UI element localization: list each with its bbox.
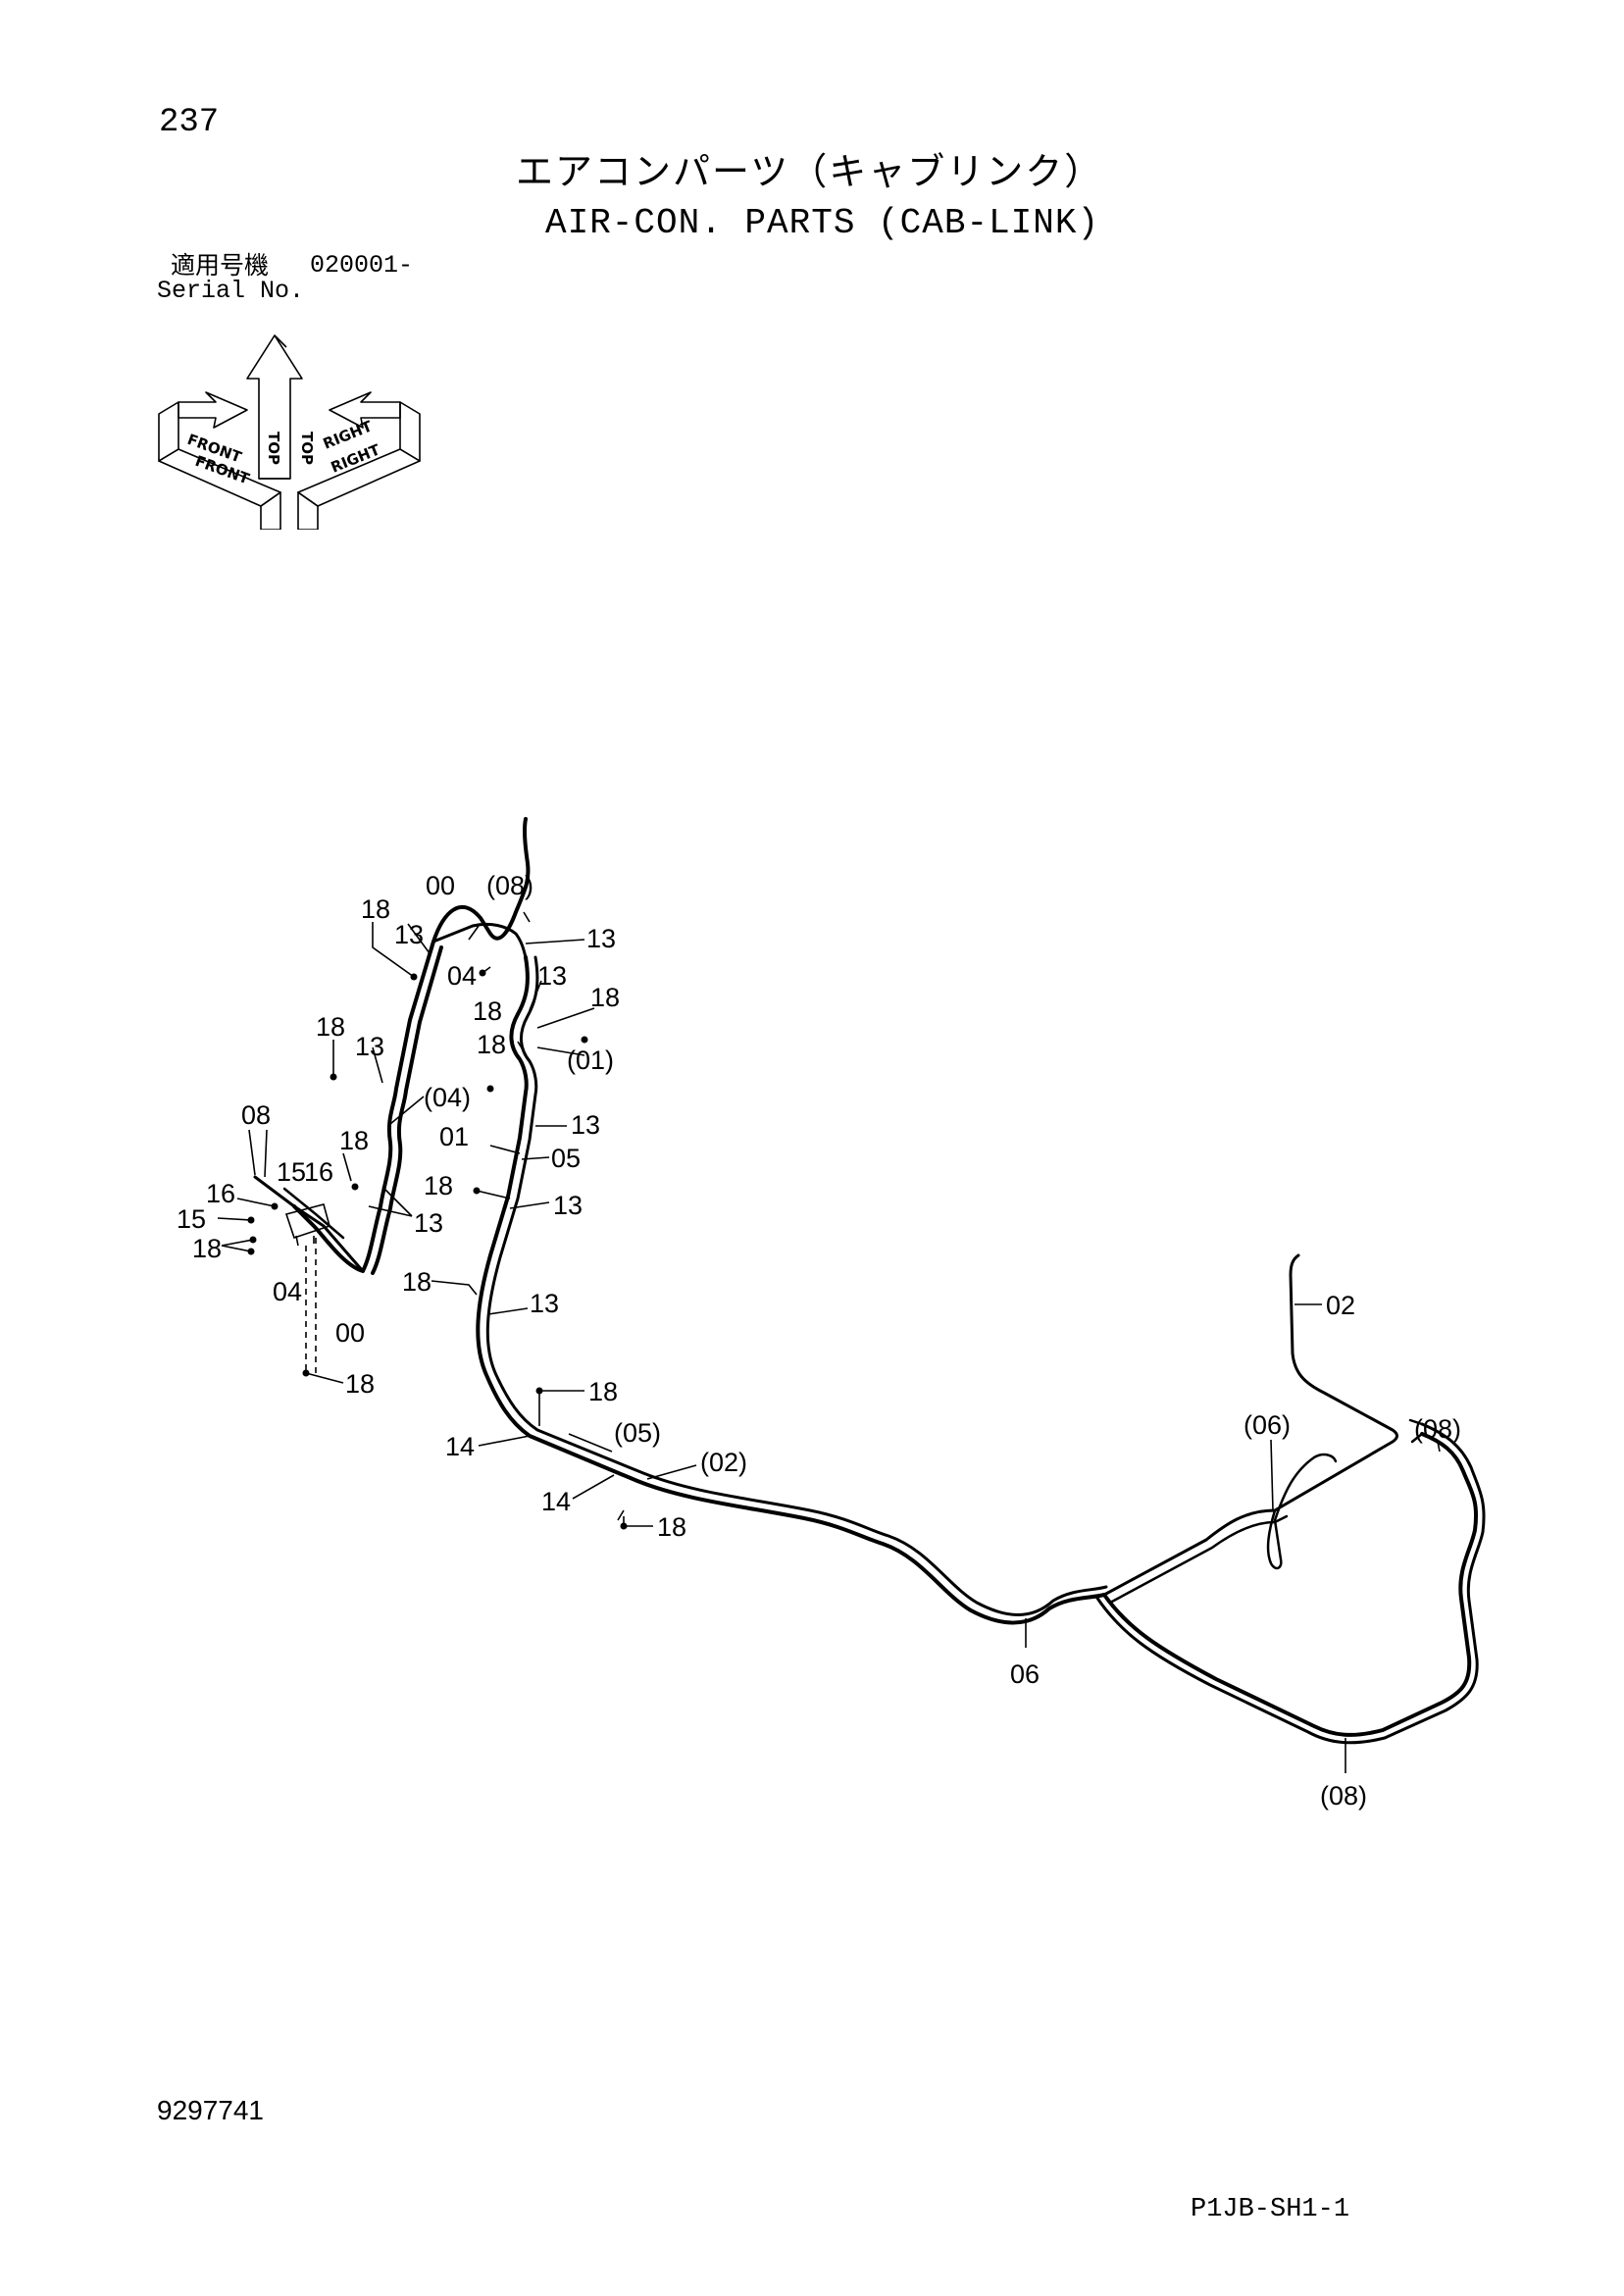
callout-label: 15 [177, 1204, 206, 1234]
callout-label: (08) [486, 871, 533, 900]
callout-label: 05 [551, 1144, 581, 1173]
callout-label: 18 [424, 1171, 453, 1200]
callout-label: 00 [335, 1318, 365, 1348]
title-english: AIR-CON. PARTS (CAB-LINK) [545, 203, 1100, 243]
callout-label: (02) [700, 1448, 747, 1477]
callout-label: 14 [541, 1487, 571, 1516]
callout-label: 01 [439, 1122, 469, 1151]
callout-label: 02 [1326, 1291, 1355, 1320]
callout-label: 18 [473, 996, 502, 1026]
callout-label: 18 [345, 1369, 375, 1399]
callout-label: 18 [477, 1030, 506, 1059]
callout-label: (01) [567, 1046, 614, 1075]
callout-label: 08 [241, 1100, 271, 1130]
callout-label: 13 [394, 920, 424, 949]
callout-label: 13 [530, 1289, 559, 1318]
serial-label-english: Serial No. [157, 277, 305, 305]
orientation-label-top-2: TOP [298, 432, 316, 465]
hose-bundle [292, 817, 1486, 1745]
callout-label: (06) [1243, 1410, 1291, 1440]
callout-label: 16 [304, 1157, 333, 1187]
orientation-indicator: FRONT FRONT TOP TOP RIGHT RIGHT [158, 334, 421, 530]
callout-label: 18 [590, 983, 620, 1012]
callout-label: 13 [537, 961, 567, 991]
callout-label: 18 [657, 1512, 686, 1542]
callout-label: 16 [206, 1179, 235, 1208]
callout-label: (05) [614, 1418, 661, 1448]
callout-label: 18 [316, 1012, 345, 1042]
callout-label: 13 [414, 1208, 443, 1238]
callout-labels: 18 13 00 (08) 13 04 13 18 18 18 (01) 18 … [177, 871, 1461, 1811]
callout-label: 06 [1010, 1659, 1040, 1689]
serial-label-japanese: 適用号機 [171, 251, 270, 280]
orientation-label-top: TOP [265, 432, 282, 465]
callout-label: 00 [426, 871, 455, 900]
callout-label: 14 [445, 1432, 475, 1461]
callout-label: 13 [571, 1110, 600, 1140]
callout-label: 18 [192, 1234, 222, 1263]
callout-label: (08) [1414, 1414, 1461, 1444]
callout-label: 04 [447, 961, 477, 991]
callout-label: 04 [273, 1277, 302, 1306]
callout-label: 18 [402, 1267, 431, 1297]
callout-label: (08) [1320, 1781, 1367, 1811]
callout-label: 18 [588, 1377, 618, 1406]
clamp-bracket-group [253, 1175, 365, 1373]
callout-label: 15 [277, 1157, 306, 1187]
callout-label: (04) [424, 1083, 471, 1112]
leader-lines [217, 911, 1441, 1773]
callout-label: 13 [355, 1032, 384, 1061]
page-number: 237 [159, 104, 220, 141]
callout-label: 13 [553, 1191, 583, 1220]
serial-value: 020001- [310, 251, 414, 280]
callout-label: 13 [586, 924, 616, 953]
callout-label: 18 [361, 894, 390, 924]
callout-label: 18 [339, 1126, 369, 1155]
sheet-code: P1JB-SH1-1 [1191, 2195, 1350, 2224]
title-japanese: エアコンパーツ（キャブリンク） [516, 150, 1104, 193]
document-number: 9297741 [157, 2095, 265, 2125]
